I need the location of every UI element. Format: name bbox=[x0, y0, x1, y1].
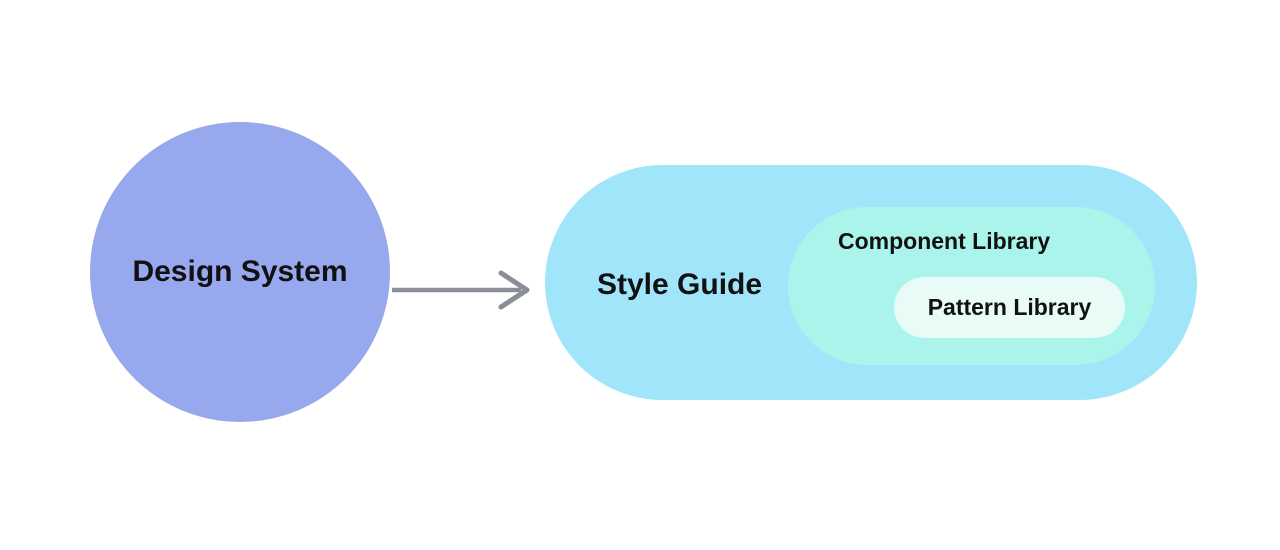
node-style-guide: Style Guide Component Library Pattern Li… bbox=[545, 165, 1197, 400]
pattern-library-label: Pattern Library bbox=[927, 293, 1092, 320]
style-guide-label: Style Guide bbox=[597, 267, 763, 301]
design-system-label: Design System bbox=[132, 255, 348, 288]
arrow-right-icon bbox=[392, 270, 530, 310]
node-component-library: Component Library Pattern Library bbox=[788, 207, 1155, 365]
node-design-system: Design System bbox=[90, 122, 390, 422]
component-library-label: Component Library bbox=[838, 228, 1051, 254]
node-pattern-library: Pattern Library bbox=[894, 277, 1125, 338]
